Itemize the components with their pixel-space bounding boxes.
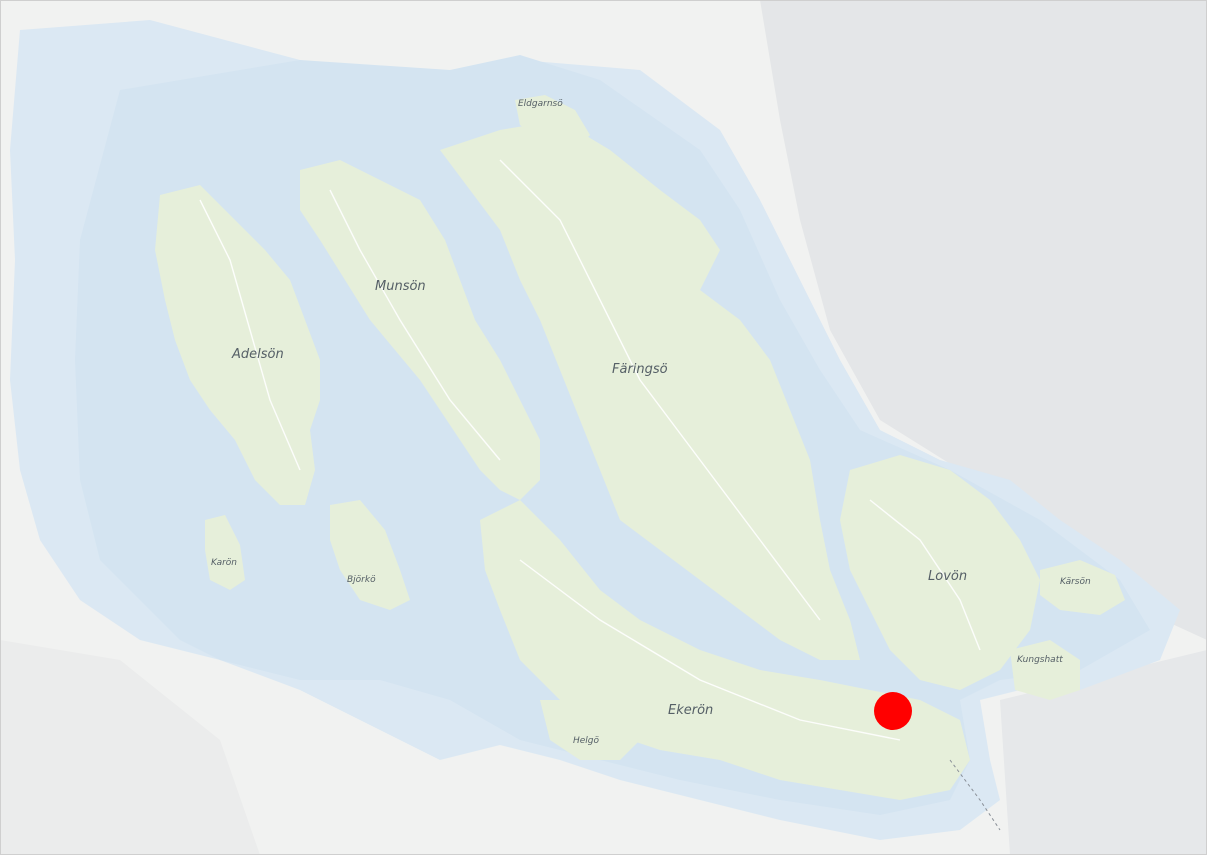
label-ekeron: Ekerön <box>668 703 713 718</box>
urban-area-southeast <box>1000 650 1207 855</box>
island-bjorko <box>330 500 410 610</box>
label-helgo: Helgö <box>573 736 600 746</box>
label-faringso: Färingsö <box>612 362 668 377</box>
urban-area-east <box>760 0 1207 640</box>
island-adelson <box>155 185 320 505</box>
island-karon <box>205 515 245 590</box>
road-network <box>199 159 981 741</box>
label-adelson: Adelsön <box>231 347 284 362</box>
label-lovon: Lovön <box>928 569 967 584</box>
ferry-route <box>949 759 1001 831</box>
island-helgo <box>540 700 640 760</box>
label-eldgarnso: Eldgarnsö <box>518 99 563 109</box>
location-dot-icon[interactable] <box>874 692 912 730</box>
island-munson <box>300 160 540 500</box>
label-munson: Munsön <box>375 279 426 294</box>
island-faringso <box>440 120 860 660</box>
island-karson <box>1040 560 1125 615</box>
label-bjorko: Björkö <box>347 575 376 585</box>
island-kungshatt <box>1010 640 1080 700</box>
label-karson: Kärsön <box>1060 577 1091 587</box>
island-lovon <box>840 455 1040 690</box>
island-eldgarnso <box>515 95 590 150</box>
urban-area-southwest <box>0 640 260 855</box>
label-karon: Karön <box>211 558 237 568</box>
label-kungshatt: Kungshatt <box>1017 655 1063 665</box>
